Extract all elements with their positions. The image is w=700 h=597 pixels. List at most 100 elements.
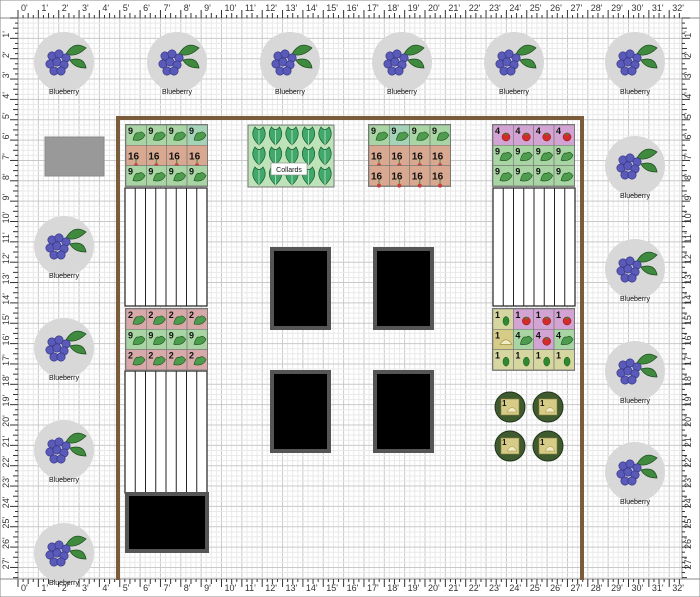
- ruler-label: 8': [184, 583, 191, 593]
- plant-square-radish[interactable]: 16: [166, 145, 188, 168]
- plant-square-pepper[interactable]: 1: [553, 349, 575, 371]
- plant-square-chard[interactable]: 2: [186, 308, 208, 330]
- plant-square-lettuce[interactable]: 9: [186, 124, 208, 146]
- blueberry-plant[interactable]: Blueberry: [484, 32, 544, 96]
- paving-stone[interactable]: [44, 136, 105, 177]
- trellis[interactable]: [492, 187, 576, 307]
- plant-square-tomato[interactable]: 1: [533, 308, 555, 330]
- plant-square-chard[interactable]: 2: [125, 308, 147, 330]
- plant-square-spinach[interactable]: 9: [186, 165, 208, 187]
- blueberry-plant[interactable]: Blueberry: [34, 216, 94, 280]
- plant-square-pepper[interactable]: 1: [492, 308, 514, 330]
- plant-square-radish[interactable]: 16: [389, 145, 410, 168]
- blueberry-plant[interactable]: Blueberry: [372, 32, 432, 96]
- fence[interactable]: [116, 116, 584, 580]
- plant-square-spinach[interactable]: 9: [429, 124, 451, 146]
- plant-square-spinach[interactable]: 9: [166, 328, 188, 350]
- raised-bed[interactable]: [270, 370, 331, 453]
- plant-square-chard[interactable]: 2: [186, 349, 208, 371]
- plant-square-lettuce[interactable]: 9: [389, 124, 410, 146]
- raised-bed[interactable]: [373, 247, 434, 330]
- plant-square-radish[interactable]: 16: [368, 165, 390, 188]
- plant-square-chard[interactable]: 2: [166, 349, 188, 371]
- plant-square-spinach[interactable]: 9: [368, 124, 390, 146]
- collards-patch[interactable]: Collards: [247, 124, 335, 188]
- onion-pot[interactable]: 1: [494, 430, 526, 462]
- blueberry-plant[interactable]: Blueberry: [34, 318, 94, 382]
- plant-square-chard[interactable]: 2: [146, 308, 167, 330]
- plant-square-radish[interactable]: 16: [146, 145, 167, 168]
- plant-square-spinach[interactable]: 9: [146, 124, 167, 146]
- plant-square-spinach[interactable]: 9: [125, 165, 147, 187]
- trellis[interactable]: [124, 370, 208, 494]
- plant-square-pepper[interactable]: 1: [513, 349, 534, 371]
- raised-bed[interactable]: [373, 370, 434, 453]
- plant-square-spinach[interactable]: 9: [533, 145, 555, 166]
- ruler-label: 15': [1, 313, 11, 325]
- blueberry-plant[interactable]: Blueberry: [34, 523, 94, 587]
- plant-square-radish[interactable]: 16: [429, 165, 451, 188]
- ruler-label: 26': [550, 3, 562, 13]
- leaf-icon: [636, 454, 658, 466]
- square-count: 2: [189, 310, 194, 320]
- blueberry-plant[interactable]: Blueberry: [605, 32, 665, 96]
- plant-square-tomato[interactable]: 4: [533, 124, 555, 146]
- blueberry-plant[interactable]: Blueberry: [147, 32, 207, 96]
- plant-square-spinach[interactable]: 9: [513, 145, 534, 166]
- plant-square-radish[interactable]: 16: [409, 145, 431, 168]
- plant-square-spinach[interactable]: 9: [553, 145, 575, 166]
- blueberry-plant[interactable]: Blueberry: [605, 341, 665, 405]
- plant-square-spinach[interactable]: 4: [553, 328, 575, 350]
- plant-square-spinach[interactable]: 9: [125, 328, 147, 350]
- plant-square-tomato[interactable]: 4: [553, 124, 575, 146]
- blueberry-plant[interactable]: Blueberry: [605, 442, 665, 506]
- blueberry-plant[interactable]: Blueberry: [34, 32, 94, 96]
- plant-square-spinach[interactable]: 9: [513, 165, 534, 187]
- plant-square-spinach[interactable]: 9: [533, 165, 555, 187]
- onion-pot[interactable]: 1: [494, 391, 526, 423]
- plant-square-tomato[interactable]: 1: [513, 308, 534, 330]
- plant-square-spinach[interactable]: 9: [492, 145, 514, 166]
- blueberry-plant[interactable]: Blueberry: [260, 32, 320, 96]
- raised-bed[interactable]: [125, 492, 209, 553]
- ruler-top: 0'1'2'3'4'5'6'7'8'9'10'11'12'13'14'15'16…: [0, 0, 700, 19]
- raised-bed[interactable]: [270, 247, 331, 330]
- plant-square-onion[interactable]: 1: [492, 328, 514, 350]
- plant-square-spinach[interactable]: 9: [166, 124, 188, 146]
- plant-square-spinach[interactable]: 9: [146, 165, 167, 187]
- plant-square-spinach[interactable]: 9: [409, 124, 431, 146]
- plant-square-spinach[interactable]: 9: [166, 165, 188, 187]
- plant-square-spinach[interactable]: 9: [492, 165, 514, 187]
- plant-square-chard[interactable]: 2: [146, 349, 167, 371]
- onion-pot[interactable]: 1: [532, 391, 564, 423]
- plant-square-radish[interactable]: 16: [389, 165, 410, 188]
- plant-square-spinach[interactable]: 9: [553, 165, 575, 187]
- blueberry-plant[interactable]: Blueberry: [605, 239, 665, 303]
- plant-square-pepper[interactable]: 1: [533, 349, 555, 371]
- plant-square-tomato[interactable]: 4: [533, 328, 555, 350]
- plant-square-radish[interactable]: 16: [186, 145, 208, 168]
- plant-square-radish[interactable]: 16: [409, 165, 431, 188]
- plant-square-spinach[interactable]: 9: [146, 328, 167, 350]
- onion-pot[interactable]: 1: [532, 430, 564, 462]
- plant-square-radish[interactable]: 16: [368, 145, 390, 168]
- plant-square-spinach[interactable]: 4: [513, 328, 534, 350]
- plant-square-spinach[interactable]: 9: [186, 328, 208, 350]
- plant-square-chard[interactable]: 2: [166, 308, 188, 330]
- blueberry-plant[interactable]: Blueberry: [34, 420, 94, 484]
- plant-square-radish[interactable]: 16: [429, 145, 451, 168]
- ruler-label: 13': [286, 583, 298, 593]
- square-count: 16: [148, 151, 160, 162]
- plant-square-chard[interactable]: 2: [125, 349, 147, 371]
- square-count: 1: [536, 310, 541, 320]
- plant-square-spinach[interactable]: 9: [125, 124, 147, 146]
- plant-square-radish[interactable]: 16: [125, 145, 147, 168]
- plant-square-pepper[interactable]: 1: [492, 349, 514, 371]
- plant-square-tomato[interactable]: 4: [492, 124, 514, 146]
- ruler-label: 4': [683, 92, 693, 99]
- plant-square-tomato[interactable]: 1: [553, 308, 575, 330]
- plant-square-tomato[interactable]: 4: [513, 124, 534, 146]
- blueberry-plant[interactable]: Blueberry: [605, 136, 665, 200]
- trellis[interactable]: [124, 187, 208, 307]
